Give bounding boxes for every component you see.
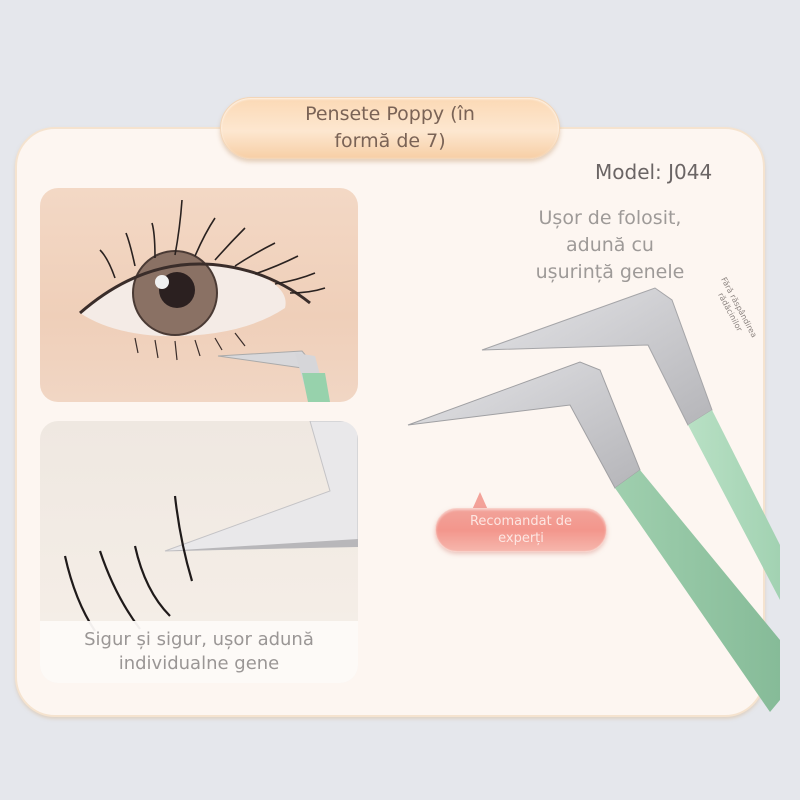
badge-label: Recomandat de experți: [469, 514, 573, 546]
caption-text: Sigur și sigur, ușor adună individualne …: [84, 629, 314, 674]
feature-line-2: adună cu: [566, 234, 654, 256]
feature-line-1: Ușor de folosit,: [538, 207, 682, 229]
page-title: Pensete Poppy (în formă de 7): [305, 103, 475, 152]
badge-tail: [472, 492, 488, 510]
eye-lash-photo: [40, 188, 358, 402]
feature-description: Ușor de folosit, adună cu ușurință genel…: [515, 205, 705, 286]
expert-recommended-badge: Recomandat de experți: [435, 508, 607, 552]
title-pill: Pensete Poppy (în formă de 7): [220, 97, 560, 159]
model-label: Model: J044: [595, 160, 713, 184]
lash-illustration: [63, 421, 358, 632]
feature-line-3: ușurință genele: [535, 261, 685, 283]
lash-cluster-photo: Sigur și sigur, ușor adună individualne …: [40, 421, 358, 683]
eye-illustration: [79, 199, 330, 402]
lash-photo-caption: Sigur și sigur, ușor adună individualne …: [40, 621, 358, 683]
